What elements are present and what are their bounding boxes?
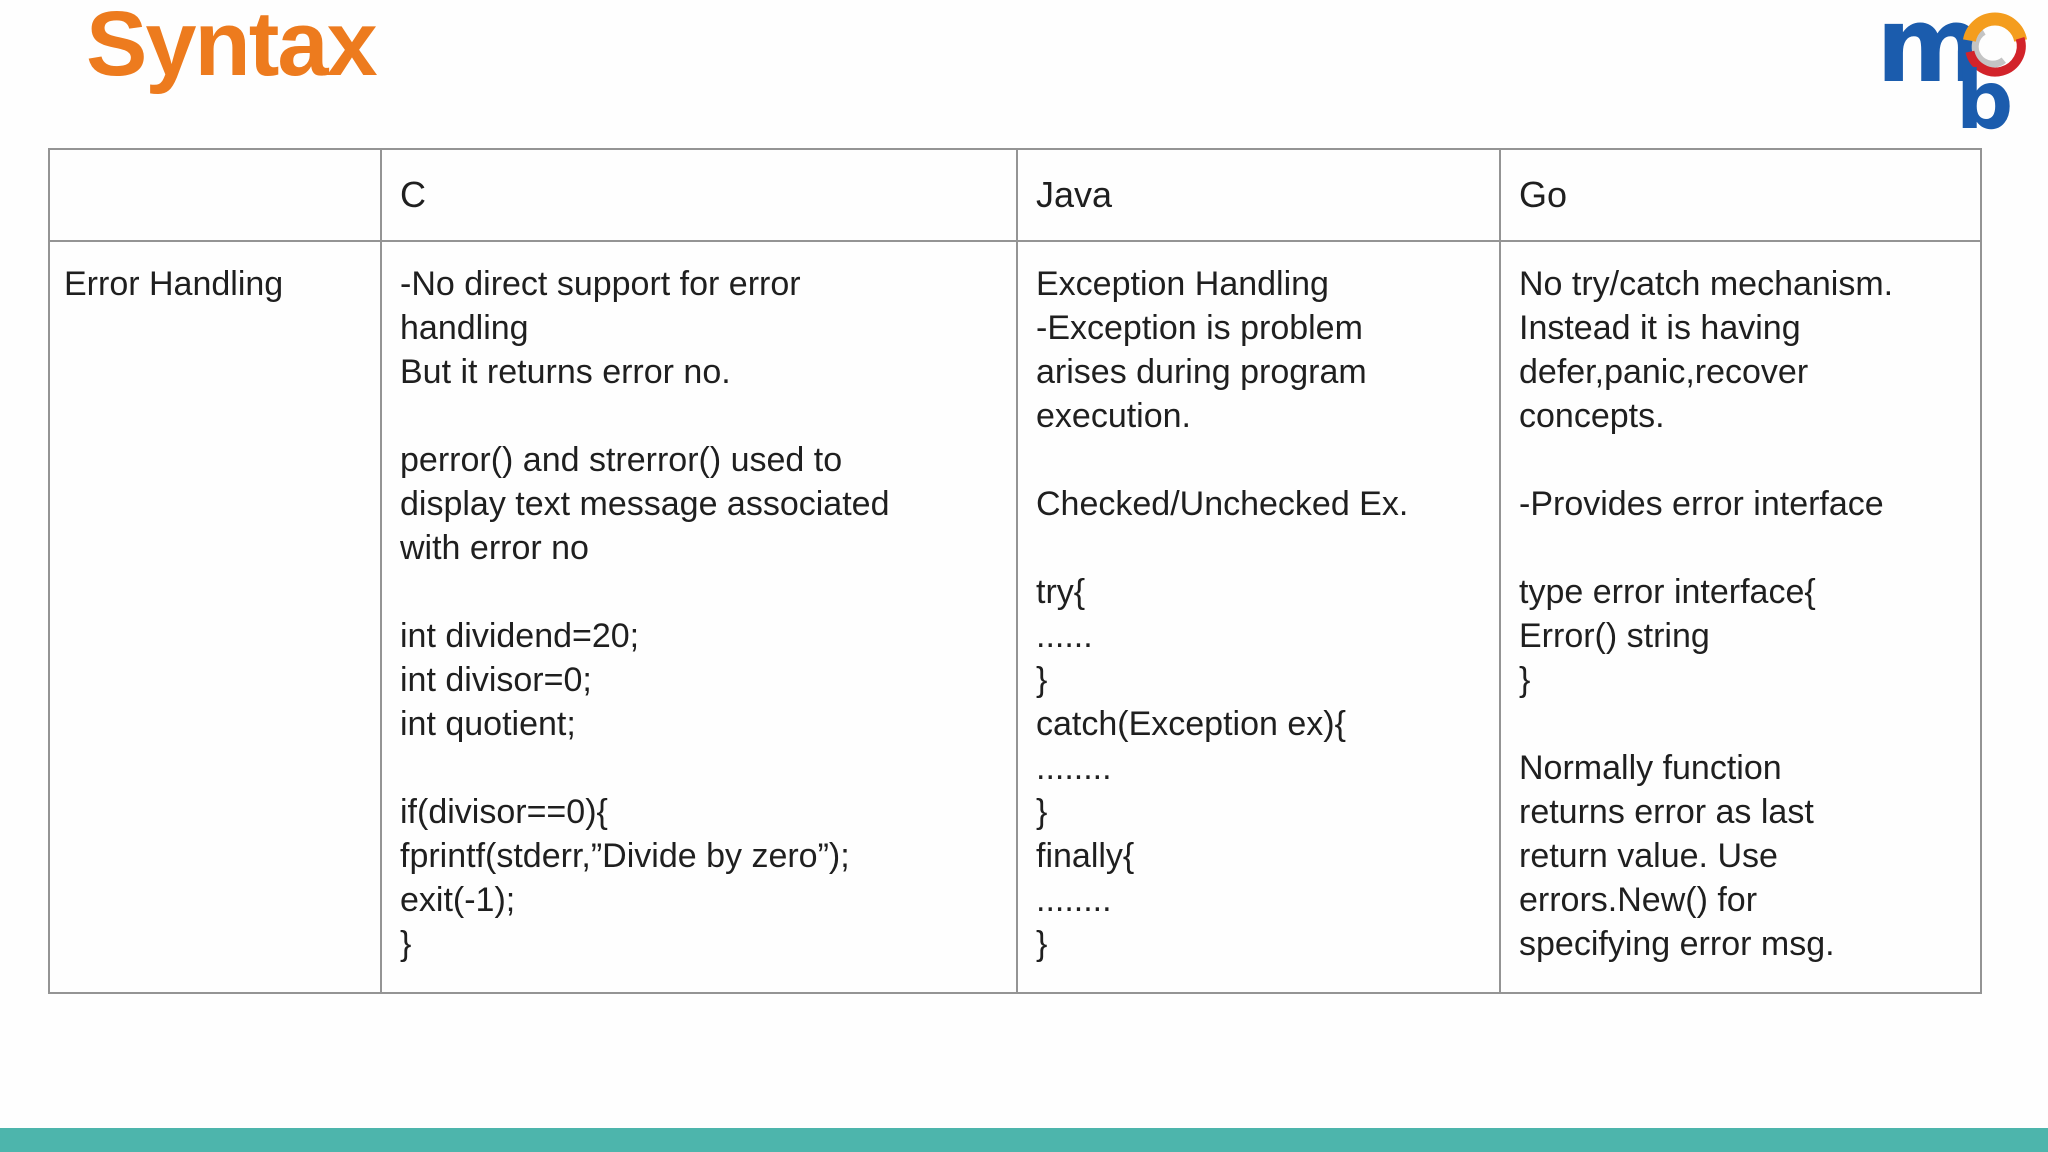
table-header-empty [50, 150, 382, 242]
logo-swirl-icon [1963, 12, 2027, 77]
cell-java-error-handling: Exception Handling -Exception is problem… [1018, 242, 1501, 994]
brand-logo: m b [1876, 0, 2036, 148]
page-title: Syntax [86, 0, 378, 95]
table-header-java: Java [1018, 150, 1501, 242]
table-header-go: Go [1501, 150, 1982, 242]
logo-letter-b: b [1956, 54, 2013, 147]
footer-accent-bar [0, 1128, 2048, 1152]
table-header-c: C [382, 150, 1018, 242]
brand-logo-icon: m b [1876, 0, 2027, 147]
row-label-error-handling: Error Handling [50, 242, 382, 994]
cell-go-error-handling: No try/catch mechanism. Instead it is ha… [1501, 242, 1982, 994]
cell-c-error-handling: -No direct support for error handling Bu… [382, 242, 1018, 994]
comparison-table: C Java Go Error Handling -No direct supp… [48, 148, 1982, 994]
